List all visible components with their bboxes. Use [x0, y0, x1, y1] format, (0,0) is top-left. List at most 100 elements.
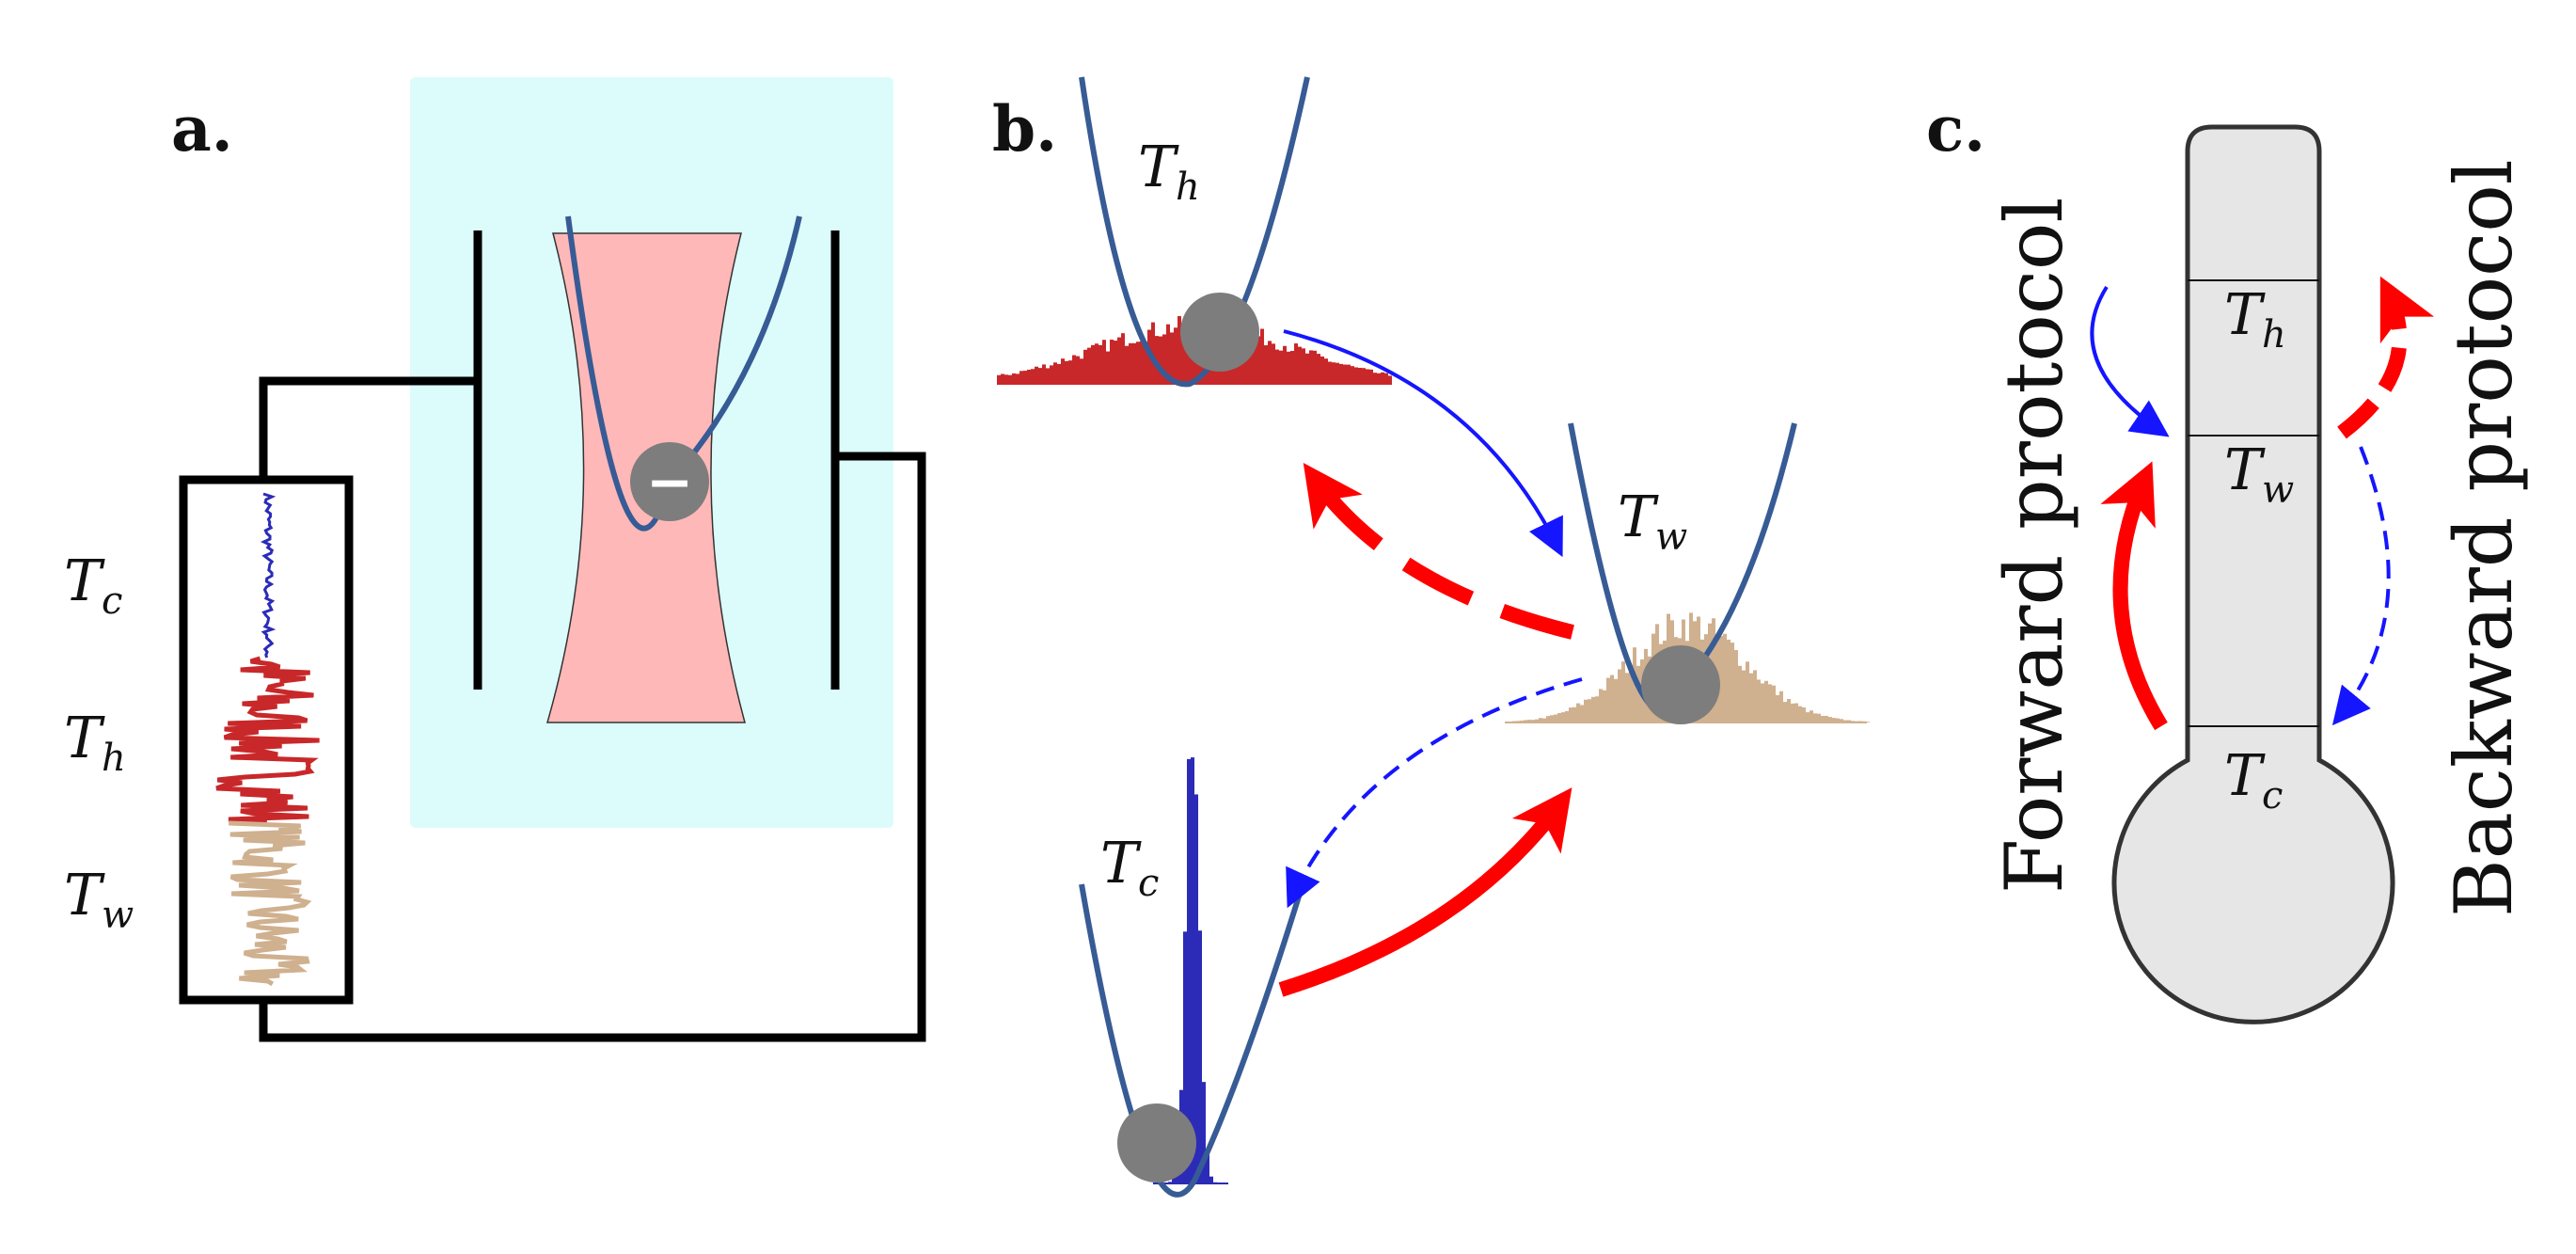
histogram-bar: [1053, 362, 1057, 384]
histogram-bar: [1779, 690, 1783, 722]
hot-trap-potential: [1079, 76, 1310, 388]
histogram-bar: [1068, 360, 1072, 384]
cold-trap-potential: [1079, 883, 1305, 1198]
noise-trace: [215, 492, 320, 987]
histogram-bar: [1151, 322, 1155, 384]
histogram-bar: [1749, 673, 1753, 722]
panel-b-label: b.: [992, 92, 1057, 166]
histogram-bar: [1302, 348, 1305, 384]
histogram-bar: [1388, 375, 1392, 384]
histogram-bar: [1050, 365, 1053, 384]
histogram-bar: [1557, 712, 1561, 722]
cold-particle: [1117, 1103, 1196, 1183]
histogram-bar: [1159, 336, 1162, 384]
histogram-bar: [1787, 699, 1791, 722]
histogram-bar: [1065, 360, 1068, 384]
histogram-bar: [1061, 358, 1065, 384]
histogram-bar: [1181, 327, 1185, 384]
warm-particle: [1641, 645, 1720, 724]
histogram-bar: [1764, 680, 1768, 722]
histogram-bar: [1572, 706, 1576, 722]
histogram-bar: [1565, 710, 1569, 722]
histogram-bar: [1102, 340, 1106, 384]
histogram-bar: [1091, 344, 1095, 384]
histogram-bar: [1132, 342, 1136, 384]
thermo-temp-h: Th: [2224, 282, 2286, 357]
histogram-bar: [1791, 703, 1794, 722]
histogram-bar: [1761, 683, 1764, 722]
histogram-bar: [1554, 714, 1557, 722]
histogram-bar: [1166, 324, 1170, 384]
backward-protocol-label: Backward protocol: [2438, 159, 2530, 917]
histogram-bar: [1531, 720, 1535, 722]
histogram-bar: [1595, 696, 1599, 722]
histogram-bar: [1198, 930, 1202, 1183]
histogram-bar: [1843, 720, 1847, 722]
histogram-bar: [1535, 719, 1539, 722]
histogram-bar: [1317, 354, 1320, 384]
histogram-bar: [1209, 1176, 1213, 1183]
histogram-bar: [1610, 675, 1614, 722]
histogram-bar: [1776, 694, 1779, 722]
panel-c: c. Th Tw Tc Forward protocol Backward pr…: [1926, 92, 2530, 1024]
histogram-bar: [1354, 367, 1358, 384]
panel-b: b. Th Tw Tc: [992, 76, 1870, 1198]
histogram-bar: [1625, 673, 1629, 722]
histogram-bar: [1087, 347, 1091, 384]
histogram-bar: [1072, 355, 1076, 384]
histogram-bar: [1817, 713, 1821, 722]
histogram-bar: [1256, 336, 1260, 384]
histogram-bar: [1332, 362, 1335, 384]
histogram-bar: [1527, 720, 1531, 722]
histogram-bar: [1174, 327, 1177, 384]
histogram-bar: [1742, 670, 1746, 722]
thermometer: [2111, 124, 2395, 1024]
histogram-bar: [1757, 679, 1761, 722]
histogram-bar: [1373, 373, 1377, 384]
histogram-bar: [1206, 1152, 1209, 1183]
red-arrow-cold-to-warm: [1278, 787, 1572, 997]
forward-arrow-hot-to-warm: [1283, 329, 1563, 558]
histogram-bar: [1114, 341, 1117, 384]
histogram-bar: [1618, 669, 1621, 722]
histogram-bar: [1170, 332, 1174, 384]
histogram-bar: [1313, 350, 1317, 384]
charged-particle: [630, 442, 709, 521]
histogram-bar: [1129, 342, 1132, 384]
histogram-bar: [1636, 665, 1640, 722]
histogram-bar: [1539, 718, 1542, 722]
histogram-bar: [1524, 720, 1527, 722]
histogram-bar: [1727, 639, 1731, 722]
histogram-bar: [1794, 703, 1798, 722]
histogram-bar: [1012, 373, 1016, 384]
forward-arrow-warm-to-cold: [1286, 677, 1583, 909]
histogram-bar: [1008, 374, 1012, 384]
histogram-bar: [1264, 345, 1268, 384]
histogram-bar: [1125, 345, 1129, 384]
histogram-bar: [1339, 363, 1343, 384]
histogram-bar: [1095, 343, 1098, 384]
circuit-wire: [259, 376, 926, 1042]
histogram-bar: [1260, 328, 1264, 384]
histogram-bar: [1633, 647, 1636, 722]
histogram-bar: [1121, 333, 1125, 384]
histogram-bar: [1840, 719, 1843, 722]
histogram-bar: [1753, 670, 1757, 722]
histogram-bar: [1825, 715, 1828, 722]
histogram-bar: [1343, 364, 1347, 384]
histogram-bar: [1038, 368, 1042, 384]
histogram-bar: [1080, 358, 1083, 384]
histogram-bar: [1772, 685, 1776, 722]
histogram-bar: [1249, 330, 1253, 384]
hot-particle: [1180, 293, 1259, 372]
histogram-bar: [1606, 677, 1610, 722]
histogram-bar: [1719, 636, 1723, 722]
histogram-bar: [1561, 712, 1565, 722]
histogram-bar: [1798, 706, 1802, 722]
histogram-bar: [1802, 706, 1806, 722]
histogram-bar: [1001, 373, 1004, 384]
panel-a-label: a.: [171, 92, 233, 166]
histogram-bar: [1629, 665, 1633, 722]
histogram-bar: [1004, 374, 1008, 384]
